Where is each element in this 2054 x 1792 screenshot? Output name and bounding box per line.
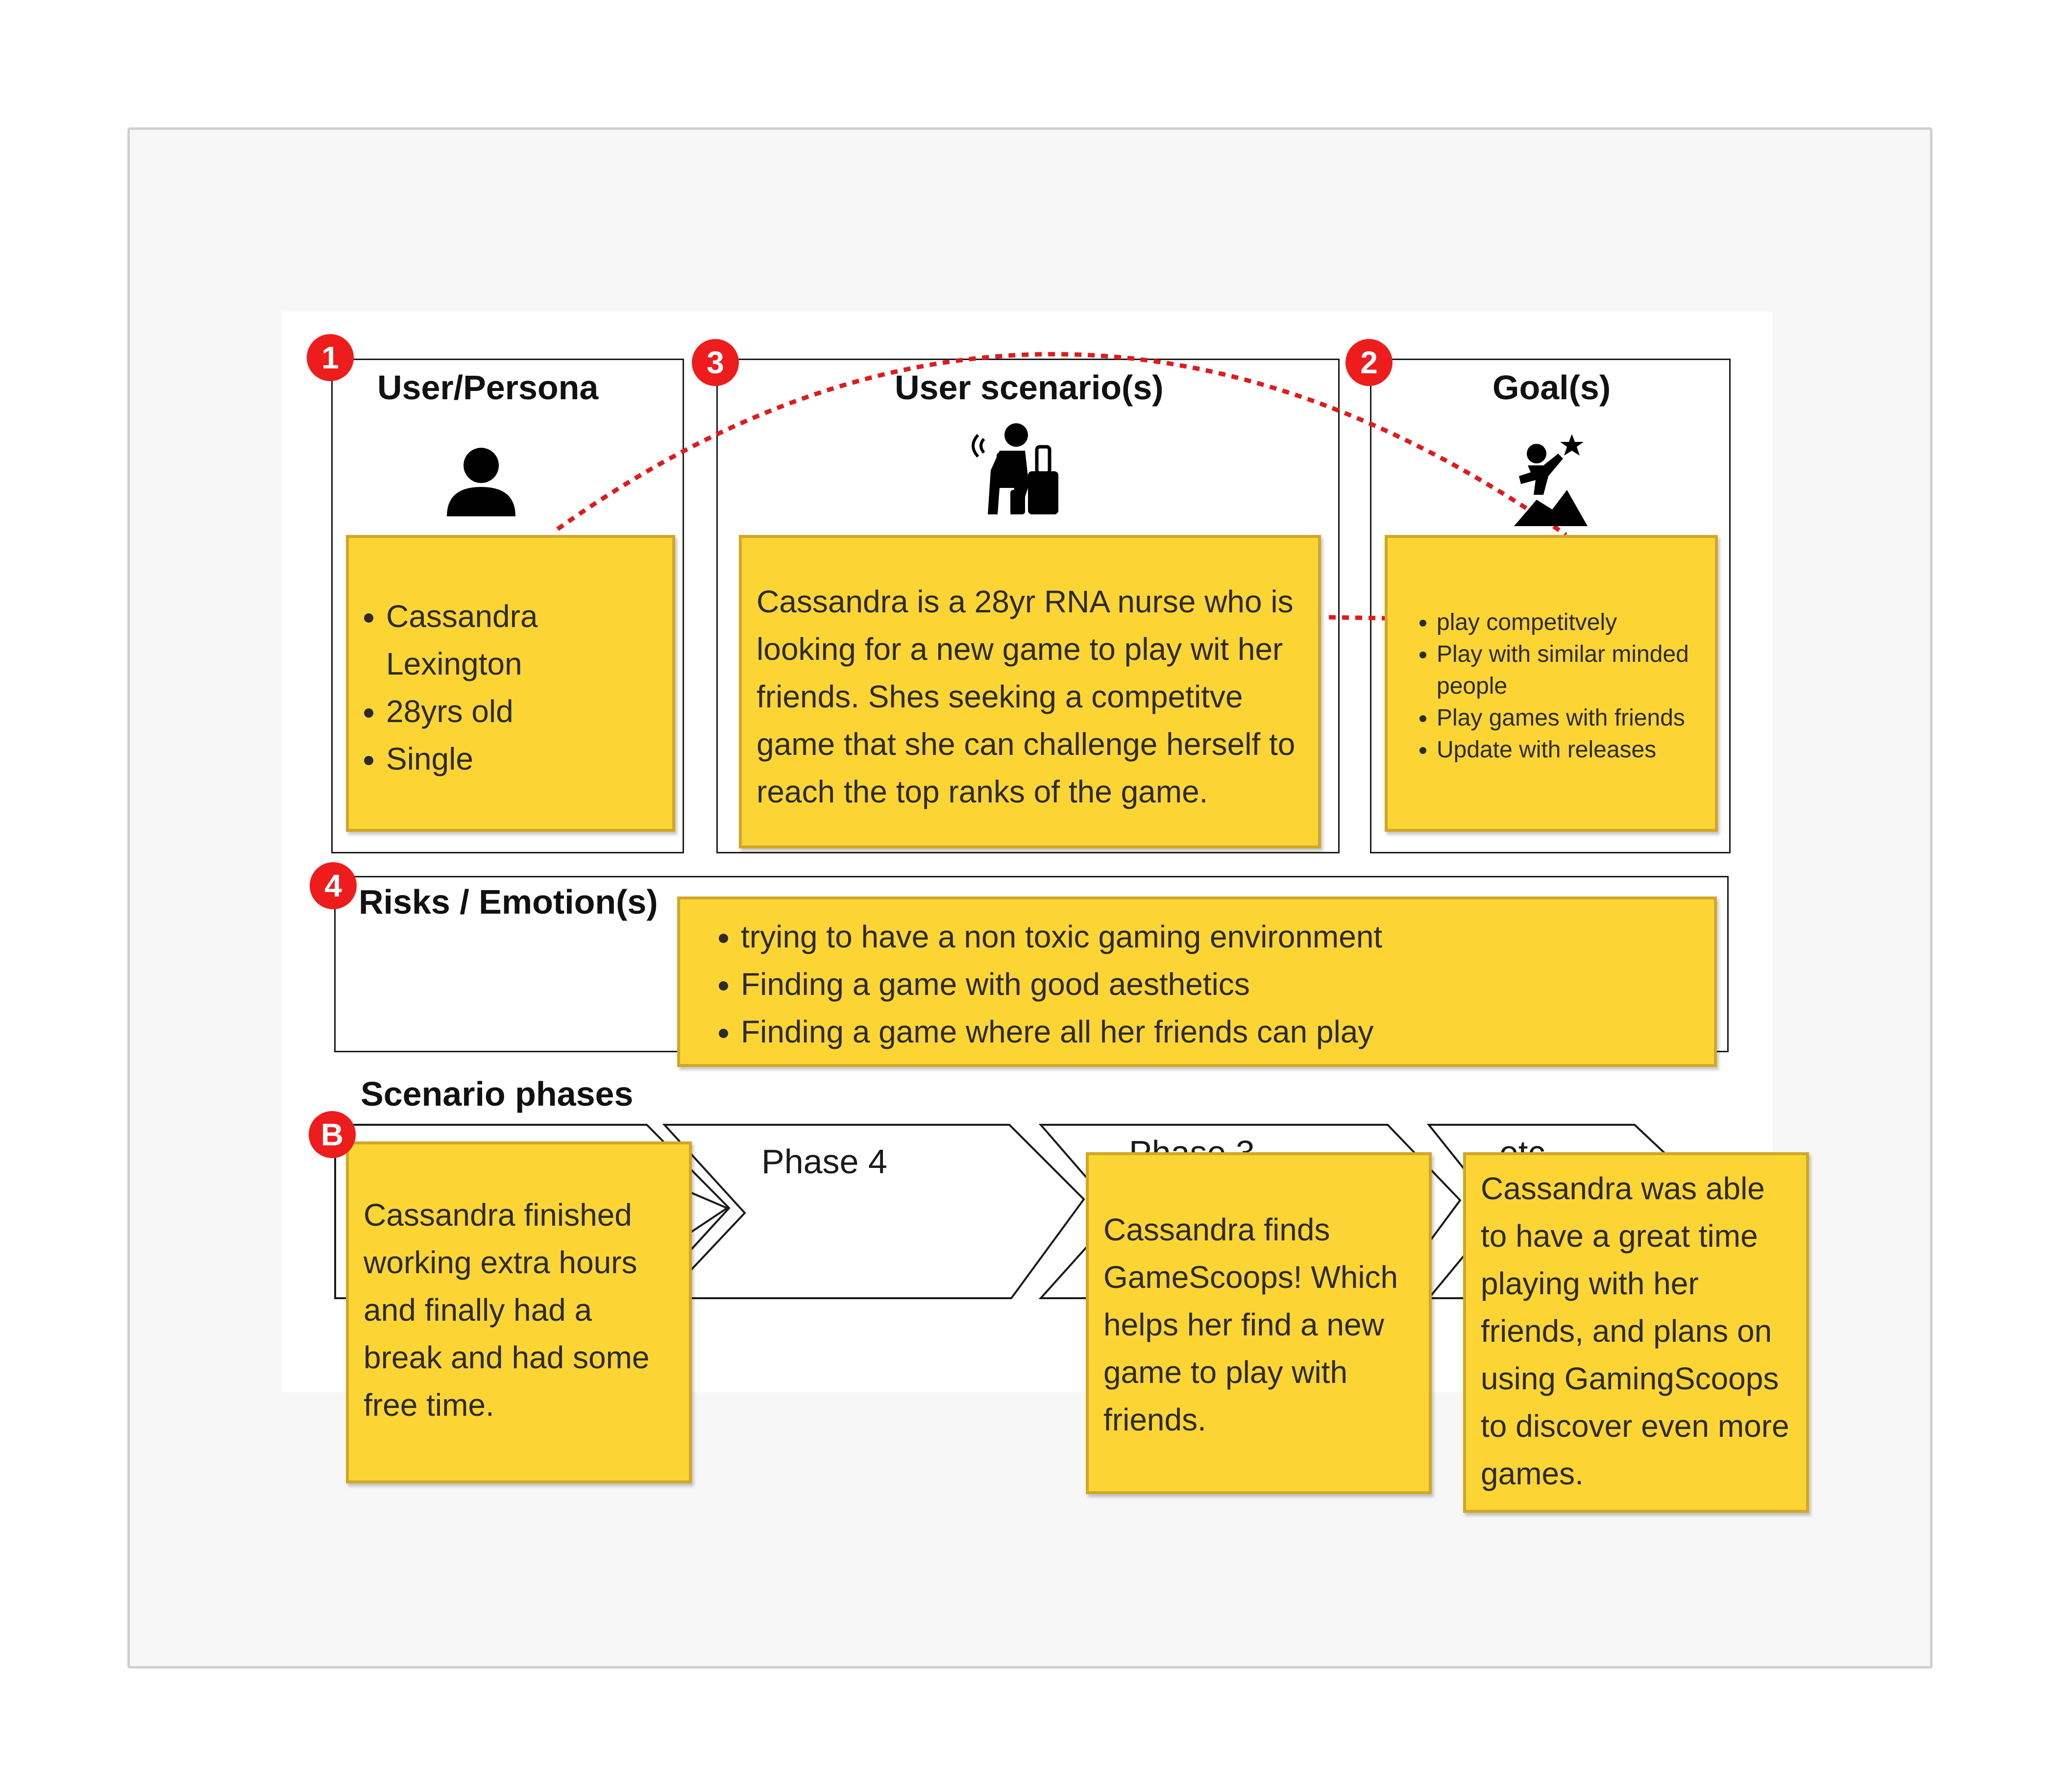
scenario-text: Cassandra is a 28yr RNA nurse who is loo…	[757, 584, 1296, 809]
persona-title: User/Persona	[377, 368, 599, 407]
phase-note-2[interactable]: Cassandra finds GameScoops! Which helps …	[1086, 1152, 1432, 1494]
persona-list: Cassandra Lexington 28yrs old Single	[349, 593, 672, 783]
risks-sticky-note[interactable]: trying to have a non toxic gaming enviro…	[677, 896, 1717, 1067]
scenario-to-goal-connector	[1328, 615, 1387, 621]
scenario-sticky-note[interactable]: Cassandra is a 28yr RNA nurse who is loo…	[739, 535, 1321, 848]
climb-goal-star-icon	[1514, 434, 1588, 526]
persona-item: Single	[386, 735, 672, 783]
phase-note-3[interactable]: Cassandra was able to have a great time …	[1463, 1152, 1809, 1513]
phase-note-text: Cassandra finished working extra hours a…	[364, 1197, 650, 1423]
goals-list: play competitvely Play with similar mind…	[1388, 606, 1715, 766]
phase-note-1[interactable]: Cassandra finished working extra hours a…	[346, 1141, 692, 1483]
risks-title: Risks / Emotion(s)	[359, 883, 658, 921]
badge-4: 4	[310, 862, 357, 909]
risk-item: Finding a game with good aesthetics	[741, 961, 1714, 1008]
badge-2: 2	[1345, 339, 1393, 386]
goal-item: play competitvely	[1437, 606, 1703, 638]
goals-sticky-note[interactable]: play competitvely Play with similar mind…	[1385, 535, 1718, 832]
phase-arrow-2	[662, 1124, 1085, 1299]
phase-note-text: Cassandra was able to have a great time …	[1481, 1171, 1789, 1491]
phase-note-text: Cassandra finds GameScoops! Which helps …	[1103, 1212, 1398, 1437]
badge-3: 3	[692, 339, 739, 386]
risks-list: trying to have a non toxic gaming enviro…	[680, 913, 1714, 1056]
persona-to-goal-connector	[556, 352, 1567, 537]
goals-title: Goal(s)	[1492, 368, 1611, 407]
persona-item: 28yrs old	[386, 688, 672, 735]
persona-item: Cassandra Lexington	[386, 593, 672, 688]
risk-item: Finding a game where all her friends can…	[741, 1008, 1714, 1056]
phase-label-1: Phase 4	[761, 1142, 887, 1181]
scenario-title: User scenario(s)	[895, 368, 1164, 407]
person-icon	[447, 448, 515, 516]
traveler-phone-luggage-icon	[972, 423, 1058, 514]
goal-item: Play games with friends	[1437, 702, 1703, 734]
goal-item: Play with similar minded people	[1437, 638, 1703, 702]
risk-item: trying to have a non toxic gaming enviro…	[741, 913, 1714, 961]
badge-1: 1	[307, 334, 354, 381]
badge-b: B	[309, 1111, 356, 1158]
phases-title: Scenario phases	[361, 1075, 634, 1113]
persona-sticky-note[interactable]: Cassandra Lexington 28yrs old Single	[346, 535, 675, 832]
goal-item: Update with releases	[1437, 734, 1703, 766]
